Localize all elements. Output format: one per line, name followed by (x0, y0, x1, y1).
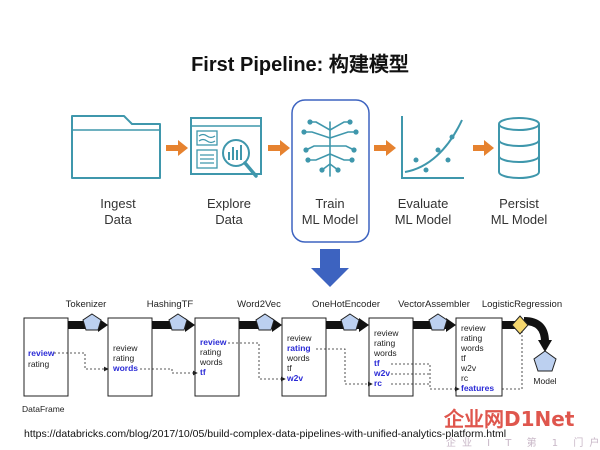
column-name: review (113, 343, 138, 353)
column-name: review (28, 348, 55, 358)
column-name: rating (461, 333, 483, 343)
column-name: w2v (460, 363, 477, 373)
column-name: words (460, 343, 484, 353)
column-name: w2v (373, 368, 390, 378)
transformer-label-hashingtf: HashingTF (147, 299, 194, 310)
arrow-right-icon (473, 140, 494, 156)
dataframe-box (281, 317, 327, 397)
train-highlight-box (291, 99, 370, 243)
pentagon-icon (82, 313, 102, 331)
column-name: rc (374, 378, 382, 388)
transformer-arrow (326, 313, 369, 332)
column-name: rc (461, 373, 469, 383)
transformer-arrow (68, 313, 108, 332)
dataframe-box (194, 317, 240, 397)
stage-train-label-1: Train (315, 196, 344, 211)
column-name: w2v (286, 373, 303, 383)
folder-icon (71, 115, 161, 179)
dataflow-connector (54, 330, 523, 392)
column-name: rating (28, 359, 50, 369)
arrow-down-icon (311, 249, 349, 287)
transformer-label-tokenizer: Tokenizer (66, 299, 107, 310)
column-name: rating (113, 353, 135, 363)
stage-train-label-2: ML Model (302, 212, 359, 227)
column-name: tf (461, 353, 466, 363)
stage-explore-label-1: Explore (207, 196, 251, 211)
column-name: rating (287, 343, 311, 353)
transformer-arrow (152, 313, 195, 332)
arrow-right-icon (374, 140, 396, 156)
pentagon-icon (168, 313, 188, 331)
column-name: words (112, 363, 138, 373)
stage-ingest-label-1: Ingest (100, 196, 136, 211)
transformer-label-logisticregression: LogisticRegression (482, 299, 562, 310)
evaluate-chart-icon (401, 116, 464, 179)
pentagon-icon (428, 313, 448, 331)
column-name: review (287, 333, 312, 343)
dataframe-box (455, 317, 503, 397)
dataframe-box (23, 317, 69, 397)
stage-ingest-label-2: Data (104, 212, 132, 227)
column-name: features (461, 383, 494, 393)
column-name: tf (200, 367, 206, 377)
stage-explore-label-2: Data (215, 212, 243, 227)
pentagon-icon (255, 313, 275, 331)
transformer-label-vectorassembler: VectorAssembler (398, 299, 470, 310)
transformer-arrow (239, 313, 282, 332)
dataframe-box (107, 317, 153, 397)
dataframe-label: DataFrame (22, 404, 65, 414)
arrow-right-icon (166, 140, 188, 156)
watermark-logo: 企业网D1Net (443, 407, 575, 431)
arrow-right-icon (268, 140, 290, 156)
column-name: tf (374, 358, 380, 368)
column-name: tf (287, 363, 292, 373)
model-label: Model (533, 376, 556, 386)
column-name: review (200, 337, 227, 347)
column-name: words (199, 357, 223, 367)
column-name: review (461, 323, 486, 333)
transformer-arrow (413, 313, 456, 332)
explore-dashboard-icon (190, 117, 262, 178)
stage-evaluate-label-2: ML Model (395, 212, 452, 227)
estimator-arrow (502, 315, 552, 352)
column-name: words (286, 353, 310, 363)
pentagon-icon (340, 313, 360, 331)
diamond-icon (511, 315, 529, 335)
model-pentagon-icon (533, 350, 557, 372)
circuit-brain-icon (301, 119, 359, 177)
column-name: rating (374, 338, 396, 348)
database-icon (498, 117, 540, 179)
watermark-subtext: 企业 I T 第 1 门户 (446, 436, 600, 449)
transformer-label-word2vec: Word2Vec (237, 299, 281, 310)
stage-persist-label-1: Persist (499, 196, 539, 211)
stage-evaluate-label-1: Evaluate (398, 196, 449, 211)
dataframe-box (368, 317, 414, 397)
page-title: First Pipeline: 构建模型 (191, 52, 409, 76)
transformer-label-onehotencoder: OneHotEncoder (312, 299, 380, 310)
stage-persist-label-2: ML Model (491, 212, 548, 227)
column-name: review (374, 328, 399, 338)
source-url[interactable]: https://databricks.com/blog/2017/10/05/b… (24, 428, 506, 440)
column-name: rating (200, 347, 222, 357)
column-name: words (373, 348, 397, 358)
